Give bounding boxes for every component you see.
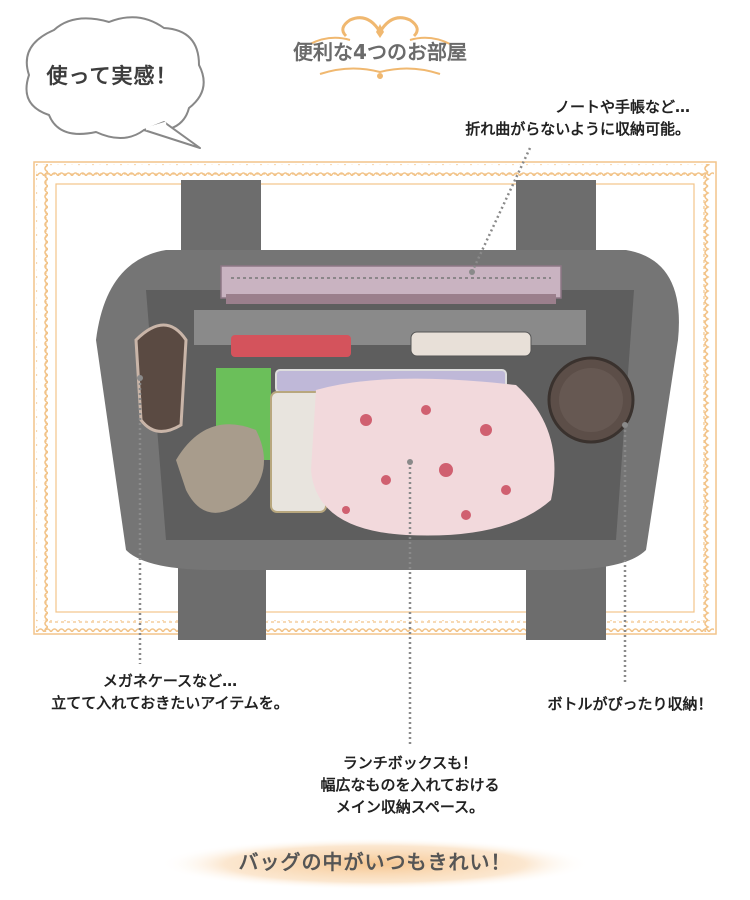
- footer-text: バッグの中がいつもきれい！: [238, 850, 512, 874]
- callout-lunch-line2: 幅広なものを入れておける: [320, 776, 500, 794]
- callout-bottle: ボトルがぴったり収納！: [520, 693, 740, 715]
- bag-illustration: [96, 180, 679, 640]
- callout-glasses-line2: 立てて入れておきたいアイテムを。: [51, 694, 289, 712]
- callout-glasses-line1: メガネケースなど…: [102, 672, 238, 690]
- callout-lunch-line1: ランチボックスも！: [342, 754, 478, 772]
- ornament-flourish-icon: [309, 16, 451, 79]
- callout-lunch: ランチボックスも！ 幅広なものを入れておける メイン収納スペース。: [260, 752, 560, 818]
- bubble-text: 使って実感！: [46, 64, 178, 88]
- callout-notebook-line2: 折れ曲がらないように収納可能。: [465, 120, 690, 138]
- page-title: 便利な4つのお部屋: [293, 40, 467, 64]
- footer-glow: [160, 838, 590, 890]
- callout-bottle-line1: ボトルがぴったり収納！: [547, 695, 713, 713]
- callout-notebook-line1: ノートや手帳など…: [554, 98, 690, 116]
- callout-notebook: ノートや手帳など… 折れ曲がらないように収納可能。: [330, 96, 690, 140]
- callout-lunch-line3: メイン収納スペース。: [335, 798, 485, 816]
- speech-bubble: [25, 16, 205, 149]
- callout-glasses: メガネケースなど… 立てて入れておきたいアイテムを。: [20, 670, 320, 714]
